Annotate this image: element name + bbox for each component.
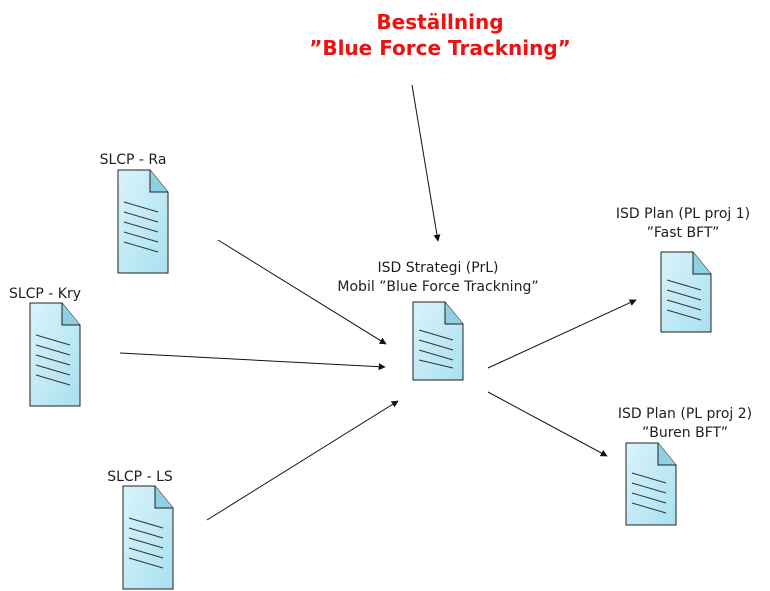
- arrow-order-to-strategy: [411, 84, 441, 242]
- order-title: Beställning ”Blue Force Trackning”: [290, 10, 590, 60]
- document-icon: [122, 485, 174, 590]
- document-icon: [625, 442, 677, 526]
- plan1-label-line2: ”Fast BFT”: [646, 225, 720, 241]
- slcp-ls-label: SLCP - LS: [107, 469, 173, 485]
- strategy-label-line2: Mobil ”Blue Force Trackning”: [337, 279, 539, 295]
- plan1-label: ISD Plan (PL proj 1) ”Fast BFT”: [598, 205, 768, 243]
- plan2-label-line1: ISD Plan (PL proj 2): [617, 406, 753, 422]
- document-icon: [412, 301, 464, 381]
- plan1-label-line1: ISD Plan (PL proj 1): [615, 206, 751, 222]
- plan2-label-line2: ”Buren BFT”: [641, 425, 729, 441]
- document-icon: [29, 302, 81, 407]
- arrow-strategy-to-plan1: [487, 299, 637, 369]
- arrow-ls-to-strategy: [206, 400, 399, 521]
- strategy-label: ISD Strategi (PrL) Mobil ”Blue Force Tra…: [318, 259, 558, 297]
- order-title-line2: ”Blue Force Trackning”: [309, 36, 571, 60]
- strategy-label-line1: ISD Strategi (PrL): [377, 260, 499, 276]
- arrow-kry-to-strategy: [119, 352, 386, 371]
- plan2-label: ISD Plan (PL proj 2) ”Buren BFT”: [600, 405, 770, 443]
- arrow-strategy-to-plan2: [487, 391, 608, 457]
- slcp-kry-label: SLCP - Kry: [8, 286, 82, 302]
- arrow-ra-to-strategy: [217, 239, 387, 345]
- document-icon: [117, 169, 169, 274]
- order-title-line1: Beställning: [376, 10, 504, 34]
- slcp-ra-label: SLCP - Ra: [99, 152, 167, 168]
- document-icon: [660, 251, 712, 333]
